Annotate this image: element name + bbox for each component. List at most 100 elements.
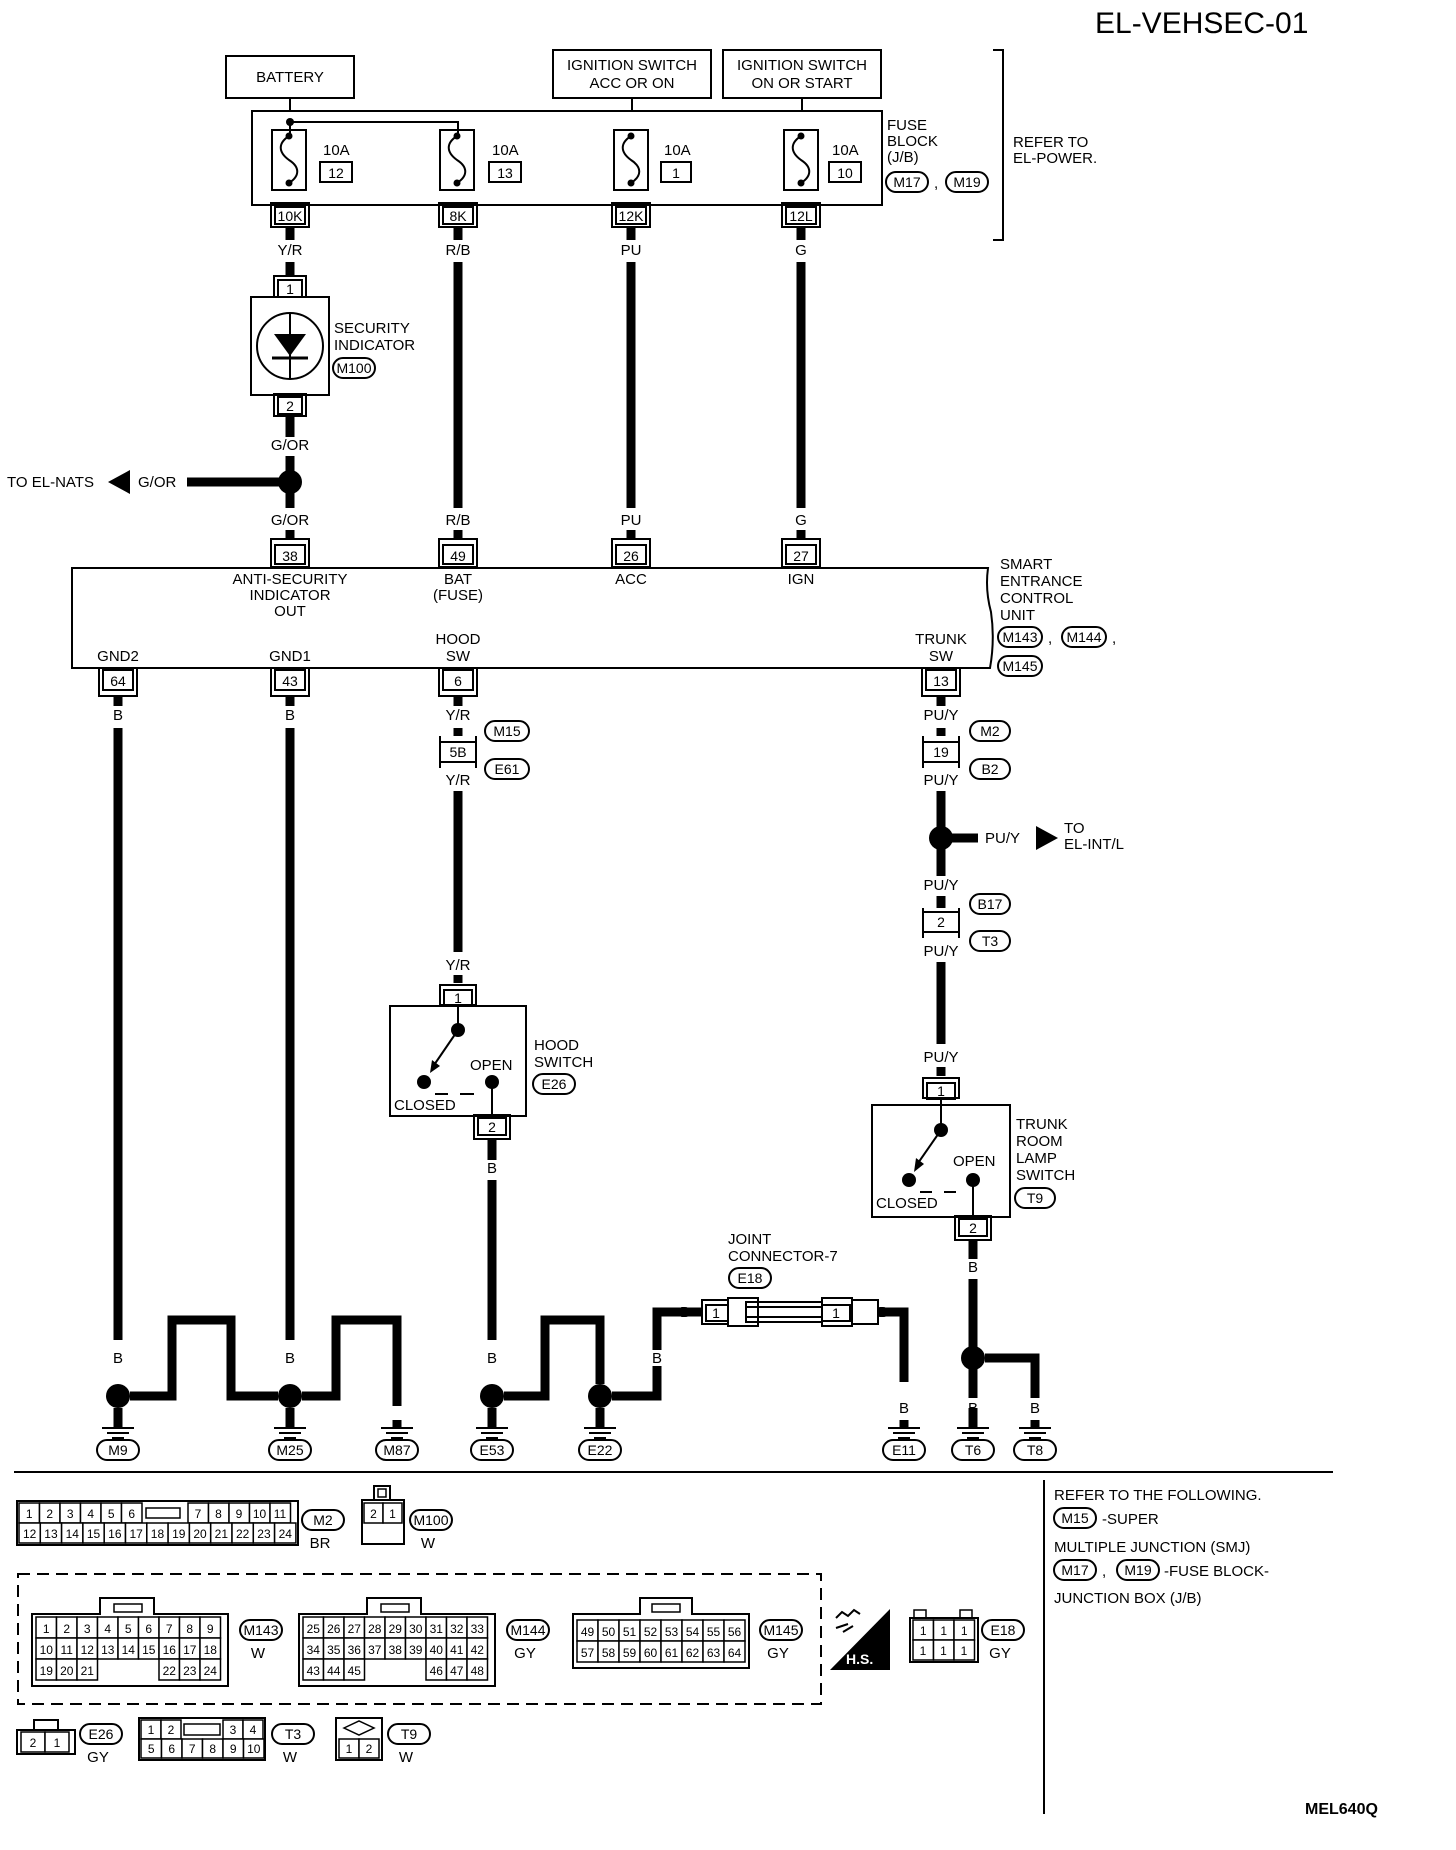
connector-id: M2 <box>313 1512 333 1528</box>
refer-note-line1: REFER TO THE FOLLOWING. <box>1054 1487 1262 1504</box>
connector-cell: 3 <box>230 1723 237 1737</box>
trunk-conn-b2: B2 <box>981 761 998 777</box>
trunk-inline-pin-2: 2 <box>937 914 945 930</box>
ground-label: E53 <box>480 1442 505 1458</box>
connector-cell: 31 <box>430 1622 444 1636</box>
ground-m25: M25 <box>268 1427 312 1461</box>
connector-cell: 27 <box>348 1622 362 1636</box>
wire-label-gnd2: B <box>113 707 123 724</box>
joint-label-2: CONNECTOR-7 <box>728 1248 838 1265</box>
ground-e11: E11 <box>882 1427 926 1461</box>
connector-id: E18 <box>991 1622 1016 1638</box>
wire-label-gor-2: G/OR <box>271 512 310 529</box>
connector-cell: 19 <box>172 1527 186 1541</box>
connector-cell: 45 <box>348 1664 362 1678</box>
fuse-12: 10A 12 <box>271 129 353 191</box>
hood-switch-open: OPEN <box>470 1057 513 1074</box>
fuse-block-label-2: BLOCK <box>887 133 938 150</box>
connector-color: W <box>283 1749 298 1766</box>
connector-cell: 53 <box>665 1625 679 1639</box>
connector-cell: 21 <box>81 1664 95 1678</box>
connector-cell: 50 <box>602 1625 616 1639</box>
security-indicator: 1 2 SECURITY INDICATOR M100 <box>250 275 415 417</box>
ignition-on-label-1: IGNITION SWITCH <box>737 57 867 74</box>
diode-icon <box>274 334 306 356</box>
connector-cell: 51 <box>623 1625 637 1639</box>
ground-label: M25 <box>276 1442 303 1458</box>
cu-name-ign: IGN <box>788 571 815 588</box>
ignition-acc-label-2: ACC OR ON <box>589 75 674 92</box>
ground-m87: M87 <box>375 1427 419 1461</box>
connector-cell: 55 <box>707 1625 721 1639</box>
wire-label-pu-lower: PU <box>621 512 642 529</box>
connector-cell: 52 <box>644 1625 658 1639</box>
trunk-conn-m2: M2 <box>980 723 1000 739</box>
connector-cell: 37 <box>368 1643 382 1657</box>
connector-cell: 7 <box>195 1507 202 1521</box>
connector-cell: 10 <box>253 1507 267 1521</box>
connector-cell: 14 <box>66 1527 80 1541</box>
gnd-b-2: B <box>167 1350 177 1367</box>
connector-color: W <box>251 1645 266 1662</box>
connector-cell: 11 <box>274 1507 287 1521</box>
wire-label-hood-out: B <box>487 1160 497 1177</box>
trunk-inline-pin-19: 19 <box>933 744 949 760</box>
connector-cell: 43 <box>307 1664 321 1678</box>
connector-cell: 14 <box>122 1643 136 1657</box>
connector-color: GY <box>87 1749 109 1766</box>
diagram-title: EL-VEHSEC-01 <box>1095 7 1308 40</box>
fuse-block-label-1: FUSE <box>887 117 927 134</box>
connector-cell: 2 <box>366 1742 373 1756</box>
wire-label-rb-lower: R/B <box>445 512 470 529</box>
gnd-b-3: B <box>226 1350 236 1367</box>
security-pin-2: 2 <box>286 398 294 414</box>
trunk-switch-label-4: SWITCH <box>1016 1167 1075 1184</box>
cu-conn-m143: M143 <box>1002 629 1037 645</box>
wire-joint-left <box>652 1307 702 1350</box>
to-el-intl-arrow-icon <box>1036 826 1058 850</box>
connector-cell: 34 <box>307 1643 321 1657</box>
connector-cell: 33 <box>471 1622 485 1636</box>
hood-inline-connector: 5B M15 E61 <box>439 720 530 780</box>
fuse-no-1: 1 <box>672 165 680 181</box>
connector-cell: 16 <box>163 1643 177 1657</box>
connector-cell: 5 <box>125 1622 132 1636</box>
connector-color: GY <box>514 1645 536 1662</box>
connector-cell: 2 <box>370 1507 377 1521</box>
connector-cell: 21 <box>215 1527 229 1541</box>
connector-cell: 9 <box>236 1507 243 1521</box>
connector-cell: 2 <box>30 1736 37 1750</box>
hood-conn-m15: M15 <box>493 723 520 739</box>
joint-connector-7: JOINT CONNECTOR-7 E18 1 1 <box>701 1231 879 1327</box>
cu-pin-13: 13 <box>933 673 949 689</box>
cu-name-bat-1: BAT <box>444 571 472 588</box>
connector-cell: 5 <box>148 1742 155 1756</box>
hood-switch-closed: CLOSED <box>394 1097 456 1114</box>
cu-label-3: CONTROL <box>1000 590 1073 607</box>
gnd-b-9: B <box>595 1350 605 1367</box>
ground-label: M9 <box>108 1442 128 1458</box>
connector-cell: 4 <box>87 1507 94 1521</box>
refer-note-fb-1: -FUSE BLOCK- <box>1164 1563 1269 1580</box>
cu-name-hood-2: SW <box>446 648 471 665</box>
fuse-amp-1: 10A <box>664 142 691 159</box>
cu-name-gnd2: GND2 <box>97 648 139 665</box>
connector-color: GY <box>989 1645 1011 1662</box>
connector-cell: 24 <box>279 1527 293 1541</box>
connector-cell: 13 <box>44 1527 58 1541</box>
connector-cell: 22 <box>236 1527 250 1541</box>
battery-source: BATTERY <box>225 55 355 99</box>
refer-note-sep: , <box>1102 1563 1106 1580</box>
cu-pin-64: 64 <box>110 673 126 689</box>
gnd-b-8: B <box>540 1350 550 1367</box>
security-pin-1: 1 <box>286 281 294 297</box>
connector-cell: 58 <box>602 1646 616 1660</box>
connector-cell: 9 <box>230 1742 237 1756</box>
connector-cell: 8 <box>186 1622 193 1636</box>
ground-e22: E22 <box>578 1427 622 1461</box>
